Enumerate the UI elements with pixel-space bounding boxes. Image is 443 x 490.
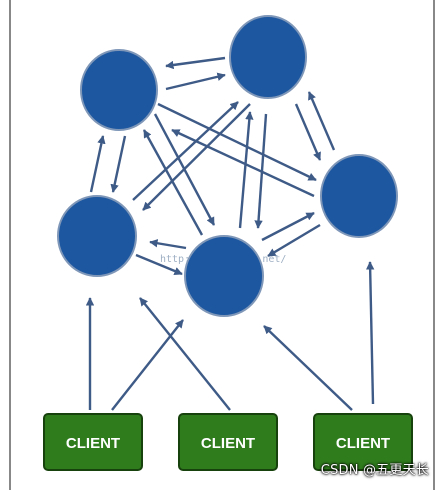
arrow [294,103,322,161]
arrow [263,325,353,411]
arrow [139,297,231,411]
client-label: CLIENT [336,435,390,452]
arrow [238,111,254,229]
arrow [110,135,127,193]
arrow [171,128,315,198]
arrow [89,135,106,193]
arrow [135,253,183,276]
connection-arrows [85,56,375,411]
arrow [111,319,184,411]
arrow [153,113,216,226]
arrow [165,56,226,70]
arrow [142,103,251,211]
client-label: CLIENT [66,435,120,452]
arrow [165,72,226,91]
arrow [267,223,321,258]
clients: CLIENT CLIENT CLIENT [43,413,413,471]
node-top-left [80,49,158,131]
node-top-right [229,15,307,99]
arrow [132,101,239,201]
client-label: CLIENT [201,435,255,452]
arrow [157,102,317,182]
node-left [57,195,137,277]
arrow [365,261,375,405]
arrow [261,211,315,242]
credit-watermark: CSDN @五更天长 [320,463,429,478]
client-box: CLIENT [313,413,413,471]
node-right [320,154,398,238]
arrow [307,91,336,151]
node-center [184,235,264,317]
client-box: CLIENT [178,413,278,471]
arrow [142,129,204,236]
frame-border [9,0,435,490]
arrow [149,239,187,250]
client-box: CLIENT [43,413,143,471]
server-nodes [57,15,398,317]
